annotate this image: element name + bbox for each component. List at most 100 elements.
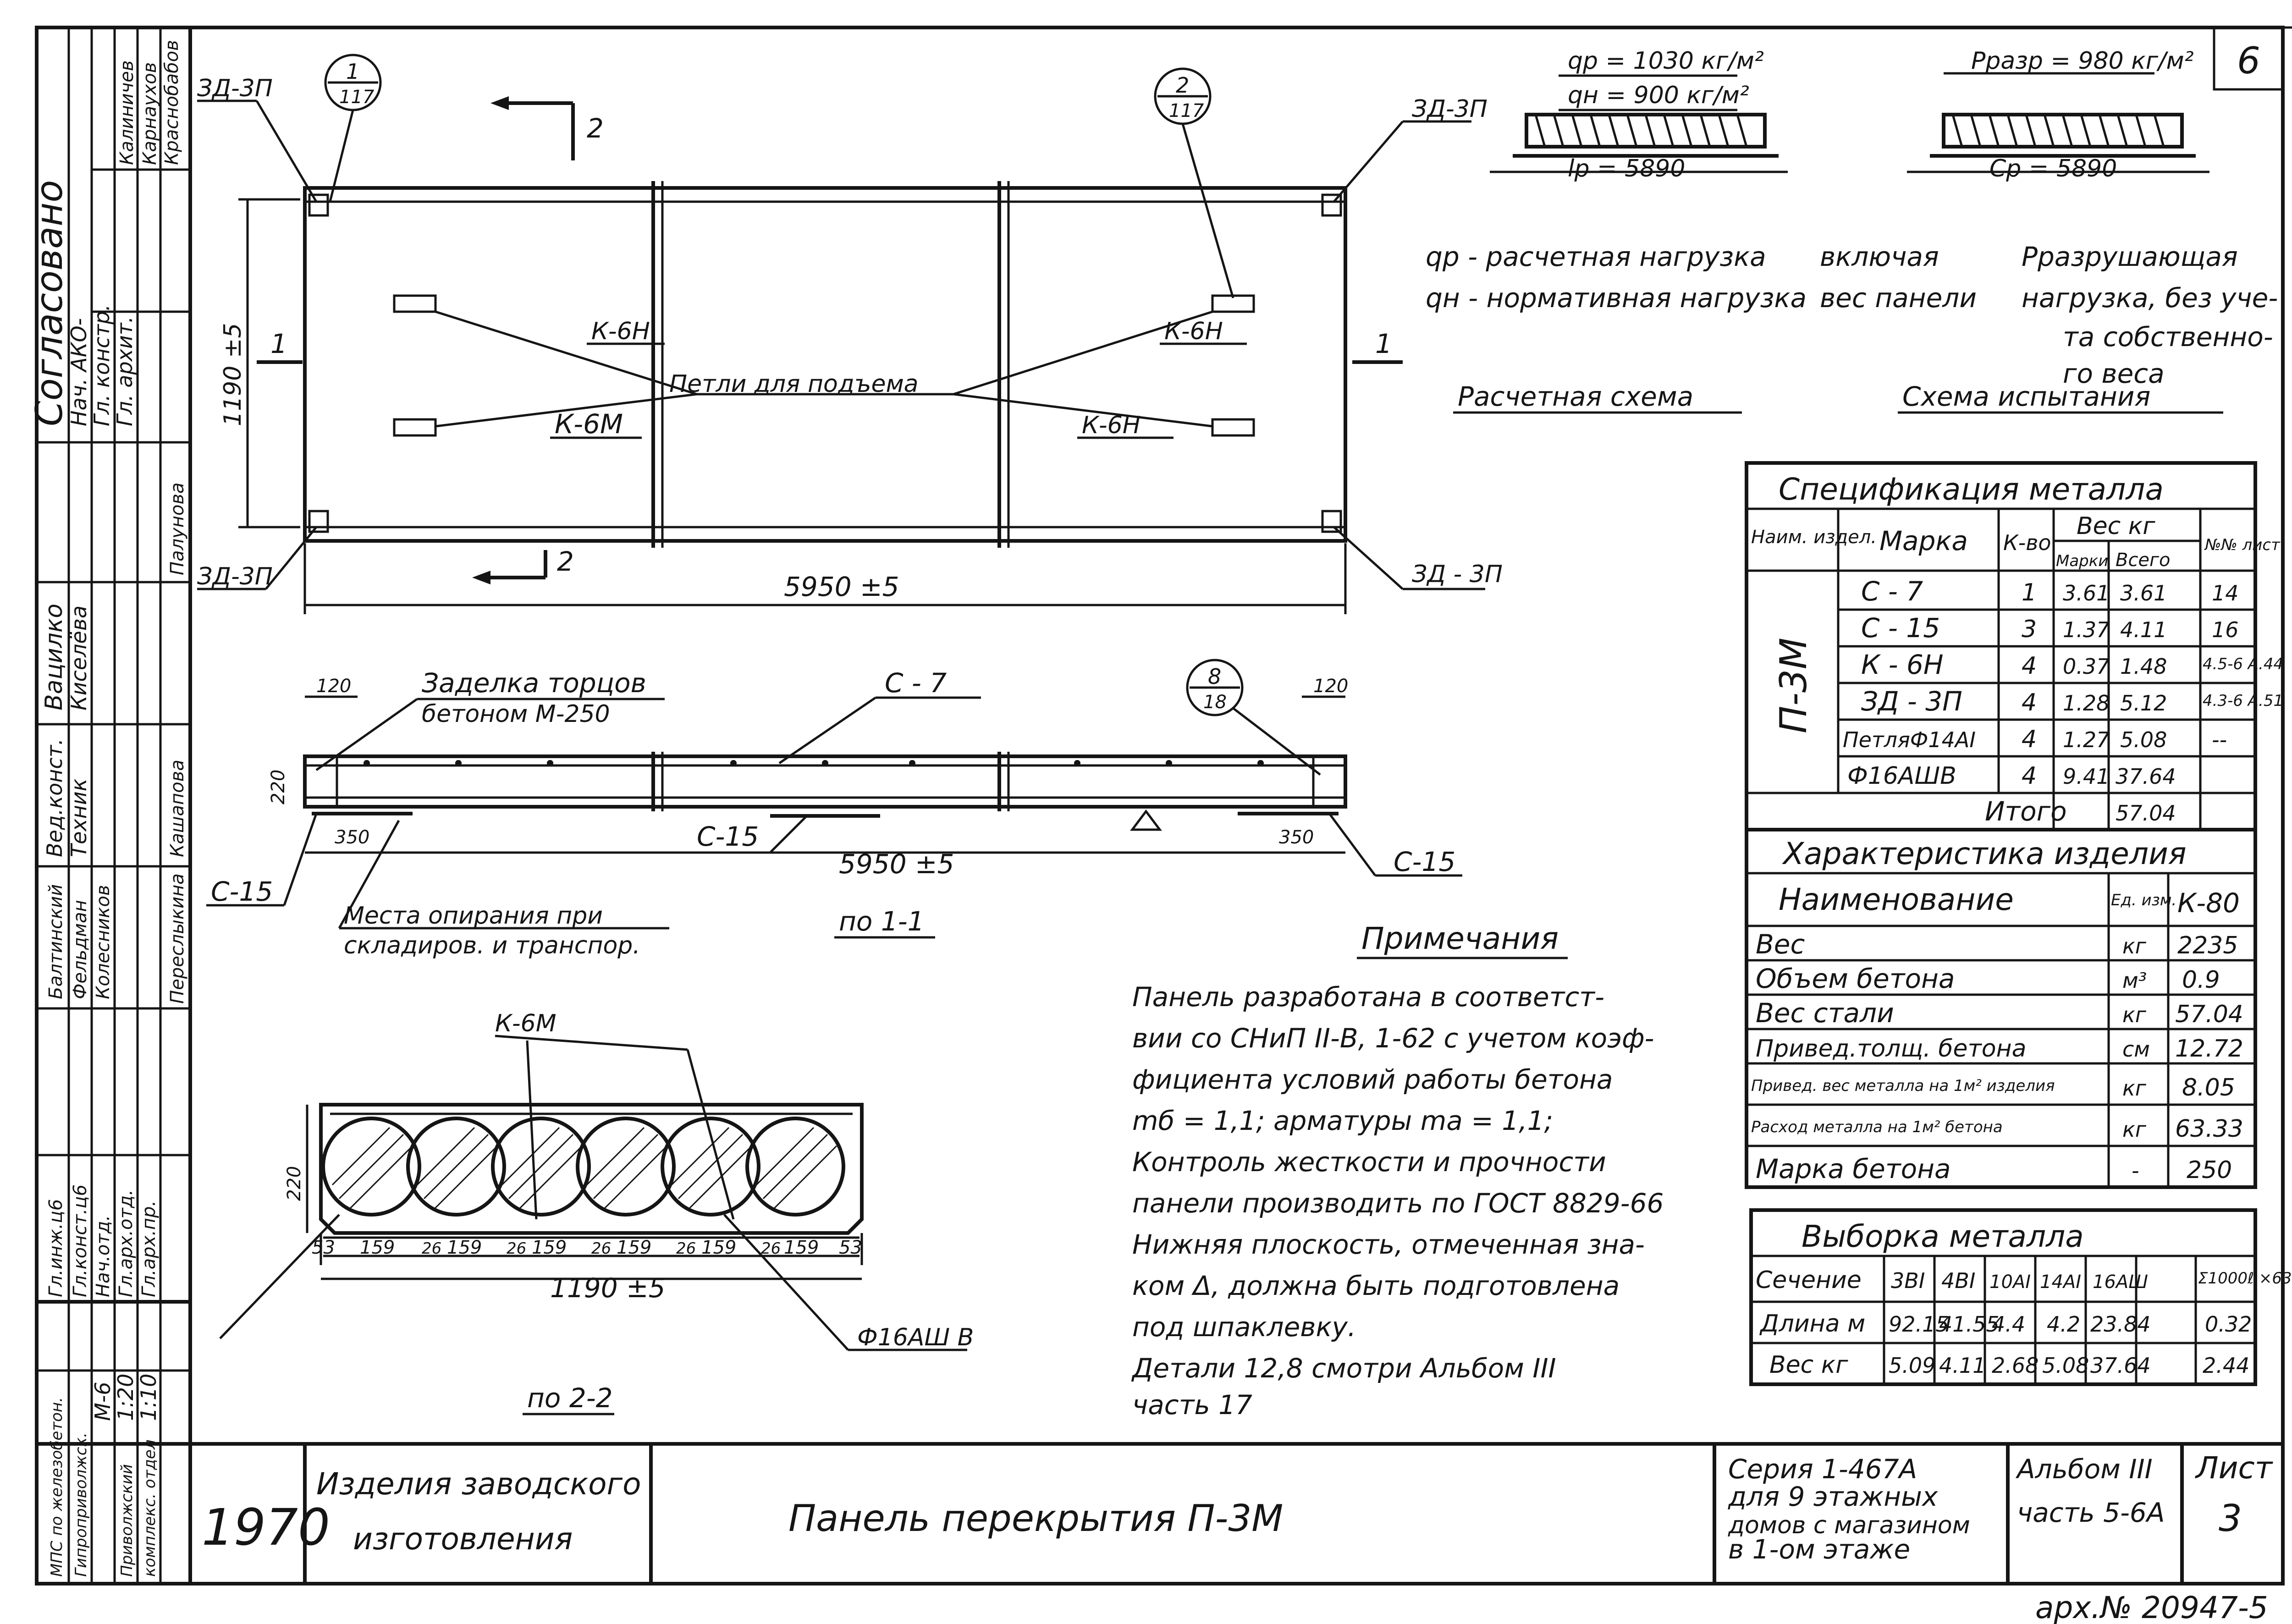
- stamp-staff-name-5: Переслыкина: [167, 873, 188, 1004]
- chars-row-7-unit: -: [2132, 1158, 2139, 1183]
- spec-row-4-w: 1.28: [2063, 691, 2110, 716]
- spec-row-6-w: 9.41: [2063, 764, 2110, 789]
- sel-h-section: Сечение: [1756, 1266, 1862, 1294]
- chars-h-val: К-80: [2177, 887, 2240, 919]
- spec-row-3-sheet: 4.5-6 А.44: [2203, 655, 2283, 673]
- s22-dim-6: 159: [532, 1237, 567, 1258]
- sel-len-1: 92.15: [1889, 1312, 1949, 1337]
- spec-table-grid: [1745, 461, 2257, 831]
- spec-row-5-w: 1.27: [2063, 727, 2110, 752]
- sel-len-5: 23.84: [2090, 1312, 2151, 1337]
- s22-dim-4: 159: [447, 1237, 482, 1258]
- stamp-role-3: Гл. архит.: [112, 316, 137, 426]
- chars-row-6-val: 63.33: [2175, 1115, 2243, 1143]
- plan-width-dim: 1190 ±5: [219, 323, 247, 426]
- s22-dim-10: 159: [701, 1237, 736, 1258]
- side-stamp: [37, 28, 192, 1584]
- chars-row-6-name: Расход металла на 1м² бетона: [1751, 1118, 2003, 1136]
- s11-c15c: С-15: [1394, 846, 1455, 877]
- tb-product-1: Изделия заводского: [316, 1466, 641, 1502]
- plan-width-dimension: [238, 198, 300, 528]
- spec-row-6-qty: 4: [2022, 762, 2037, 790]
- spec-h-qty: К-во: [2003, 530, 2051, 555]
- sel-col-6: Σ1000ℓ ×63кг: [2198, 1269, 2292, 1288]
- sel-len-6: 0.32: [2205, 1312, 2252, 1337]
- legend-1: qр - расчетная нагрузка: [1426, 241, 1766, 272]
- s22-dim-2: 159: [360, 1237, 395, 1258]
- plan-loop-k6n-2: К-6Н: [1164, 318, 1223, 345]
- legend-incl-2: вес панели: [1820, 282, 1977, 314]
- s22-dim-11: 26: [761, 1239, 781, 1258]
- spec-total-label: Итого: [1985, 796, 2067, 827]
- plan-callout-2: [1154, 67, 1234, 298]
- s11-callout-top: 8: [1208, 664, 1221, 689]
- tb-product-2: изготовления: [353, 1521, 573, 1557]
- stamp-staff-name-3: Палунова: [167, 482, 188, 575]
- tb-sheet-label: Лист: [2195, 1450, 2274, 1486]
- stamp-agreed-title: Согласовано: [28, 180, 71, 426]
- spec-row-6-tw: 37.64: [2116, 764, 2176, 789]
- stamp-staff2-name-3: Колесников: [93, 885, 114, 999]
- stamp-role-1: Нач. АКО-: [66, 318, 91, 426]
- sel-w-1: 5.09: [1889, 1353, 1935, 1378]
- s11-callout-bottom: 18: [1203, 692, 1227, 713]
- sel-w-4: 5.08: [2042, 1353, 2089, 1378]
- stamp-staff-role-2: Гл.конст.ц6: [70, 1184, 91, 1297]
- notes-line-6: панели производить по ГОСТ 8829-66: [1132, 1188, 1664, 1219]
- notes-line-7: Нижняя плоскость, отмеченная зна-: [1132, 1229, 1645, 1260]
- load-cp: Ср = 5890: [1989, 155, 2117, 182]
- calc-scheme: [1490, 113, 1788, 173]
- spec-row-6-mark: Ф16АШВ: [1847, 762, 1956, 790]
- title-test-scheme: Схема испытания: [1902, 381, 2150, 412]
- stamp-staff-name-4: Кашапова: [167, 760, 188, 857]
- s11-c15b: С-15: [211, 876, 273, 907]
- s11-length: 5950 ±5: [839, 848, 954, 880]
- chars-row-6-unit: кг: [2122, 1117, 2147, 1142]
- tb-series-4: в 1-ом этаже: [1728, 1534, 1910, 1565]
- spec-row-2-tw: 4.11: [2120, 617, 2167, 642]
- chars-row-3-unit: кг: [2122, 1002, 2147, 1027]
- spec-row-2-w: 1.37: [2063, 617, 2110, 642]
- plan-mark-bl: ЗД-3П: [197, 563, 273, 590]
- archive-number: арх.№ 20947-5: [2035, 1590, 2268, 1624]
- chars-h-name: Наименование: [1779, 882, 2014, 917]
- plan-loop-k6n-3: К-6Н: [1082, 412, 1140, 439]
- legend-r1: Рразрушающая: [2022, 241, 2238, 272]
- chars-row-2-name: Объем бетона: [1756, 963, 1955, 994]
- legend-r4: го веса: [2063, 358, 2165, 389]
- sel-len-4: 4.2: [2047, 1312, 2080, 1337]
- s11-end-note-leader: [315, 698, 418, 771]
- stamp-staff-role-3: Нач.отд.: [93, 1215, 114, 1297]
- s11-support-2: складиров. и транспор.: [344, 932, 640, 959]
- load-qp: qр = 1030 кг/м²: [1568, 47, 1764, 75]
- chars-row-3-name: Вес стали: [1756, 997, 1894, 1029]
- notes-line-10: Детали 12,8 смотри Альбом III: [1131, 1353, 1556, 1384]
- s11-c15b-leader: [283, 813, 318, 906]
- stamp-staff2-name-4: Гл.инж.ц6: [45, 1199, 66, 1297]
- spec-row-5-qty: 4: [2022, 726, 2037, 753]
- stamp-scale-2: 1:10: [136, 1374, 161, 1421]
- plan-length-dim: 5950 ±5: [784, 571, 899, 602]
- tb-series-3: домов с магазином: [1728, 1512, 1970, 1539]
- stamp-staff-role-4: Гл.арх.отд.: [116, 1189, 137, 1297]
- sel-w-6: 2.44: [2203, 1353, 2249, 1378]
- sel-len-2: 41.55: [1939, 1312, 2000, 1337]
- sel-w-2: 4.11: [1939, 1353, 1986, 1378]
- load-prazr: Рразр = 980 кг/м²: [1971, 47, 2194, 75]
- tb-series-1: Серия 1-467А: [1728, 1453, 1917, 1485]
- plan-mark-tr: ЗД-3П: [1412, 95, 1488, 123]
- spec-h-total-w: Всего: [2116, 550, 2171, 571]
- s22-dim-8: 159: [617, 1237, 651, 1258]
- notes-line-2: вии со СНиП II-В, 1-62 с учетом коэф-: [1132, 1023, 1654, 1054]
- spec-row-3-mark: К - 6Н: [1861, 649, 1944, 680]
- s22-total: 1190 ±5: [550, 1272, 666, 1304]
- stamp-staff-name-1: Вацилко: [40, 604, 68, 710]
- stamp-org-2: Гипроприволжск.: [72, 1432, 90, 1577]
- s22-title: по 2-2: [527, 1382, 613, 1414]
- chars-row-1-unit: кг: [2122, 934, 2147, 958]
- sel-col-1: 3ВI: [1891, 1268, 1925, 1293]
- stamp-role-2: Гл. констр.: [89, 304, 114, 426]
- plan-callout-2-top: 2: [1176, 73, 1189, 98]
- spec-product: П-3М: [1772, 638, 1815, 733]
- plan-mark-br: ЗД - 3П: [1412, 561, 1503, 588]
